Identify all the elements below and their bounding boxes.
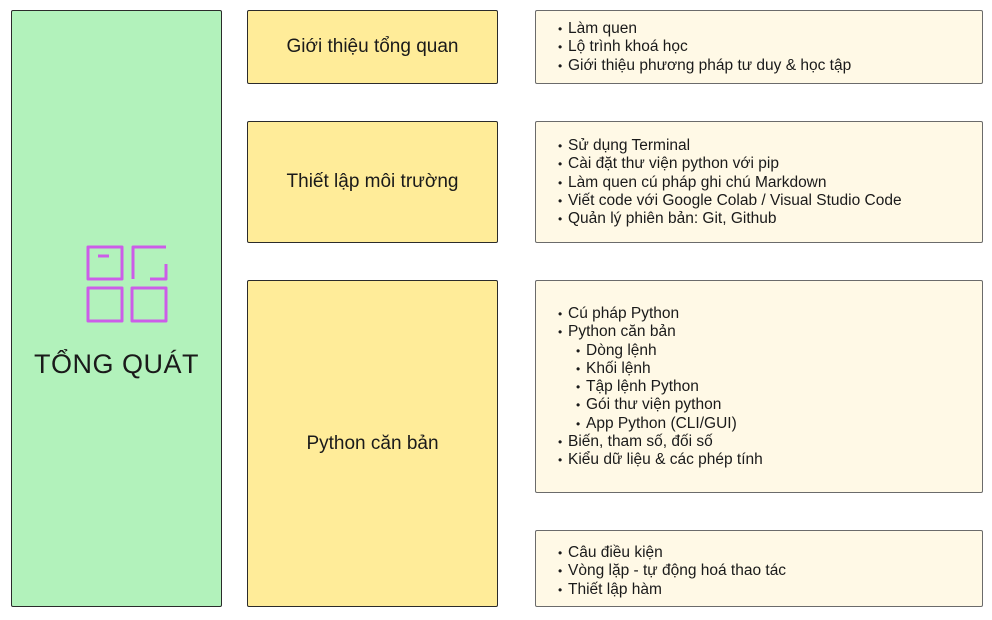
section-title-python-basics: Python căn bản	[306, 432, 439, 454]
list-item: Câu điều kiện	[558, 544, 786, 562]
list-item: Thiết lập hàm	[558, 581, 786, 599]
detail-list-setup: Sử dụng Terminal Cài đặt thư viện python…	[558, 137, 902, 228]
list-item: Quản lý phiên bản: Git, Github	[558, 210, 902, 228]
list-item: Biến, tham số, đối số	[558, 433, 763, 451]
list-item: Làm quen cú pháp ghi chú Markdown	[558, 174, 902, 192]
section-box-setup: Thiết lập môi trường	[247, 121, 498, 243]
list-item: Cú pháp Python	[558, 305, 763, 323]
list-item: Vòng lặp - tự động hoá thao tác	[558, 562, 786, 580]
detail-box-intro: Làm quen Lộ trình khoá học Giới thiệu ph…	[535, 10, 983, 84]
list-item: Python căn bản	[558, 323, 763, 341]
list-item: Lộ trình khoá học	[558, 38, 851, 56]
list-subitem: Dòng lệnh	[558, 342, 763, 360]
list-item: Sử dụng Terminal	[558, 137, 902, 155]
section-title-intro: Giới thiệu tổng quan	[286, 36, 459, 57]
detail-box-python-control: Câu điều kiện Vòng lặp - tự động hoá tha…	[535, 530, 983, 607]
list-subitem: Khối lệnh	[558, 360, 763, 378]
section-box-intro: Giới thiệu tổng quan	[247, 10, 498, 84]
list-subitem: Tập lệnh Python	[558, 378, 763, 396]
list-subitem: Gói thư viện python	[558, 396, 763, 414]
list-item: Cài đặt thư viện python với pip	[558, 155, 902, 173]
detail-list-python-control: Câu điều kiện Vòng lặp - tự động hoá tha…	[558, 544, 786, 599]
list-subitem: App Python (CLI/GUI)	[558, 415, 763, 433]
detail-box-setup: Sử dụng Terminal Cài đặt thư viện python…	[535, 121, 983, 243]
detail-list-python-basics: Cú pháp Python Python căn bản Dòng lệnh …	[558, 305, 763, 470]
overview-box: TỔNG QUÁT	[11, 10, 222, 607]
section-box-python-basics: Python căn bản	[247, 280, 498, 607]
grid-squares-icon	[86, 245, 168, 323]
list-item: Làm quen	[558, 20, 851, 38]
list-item: Giới thiệu phương pháp tư duy & học tập	[558, 57, 851, 75]
list-item: Viết code với Google Colab / Visual Stud…	[558, 192, 902, 210]
list-item: Kiểu dữ liệu & các phép tính	[558, 451, 763, 469]
detail-box-python-basics: Cú pháp Python Python căn bản Dòng lệnh …	[535, 280, 983, 493]
section-title-setup: Thiết lập môi trường	[286, 171, 459, 192]
detail-list-intro: Làm quen Lộ trình khoá học Giới thiệu ph…	[558, 20, 851, 75]
overview-title: TỔNG QUÁT	[34, 349, 199, 379]
